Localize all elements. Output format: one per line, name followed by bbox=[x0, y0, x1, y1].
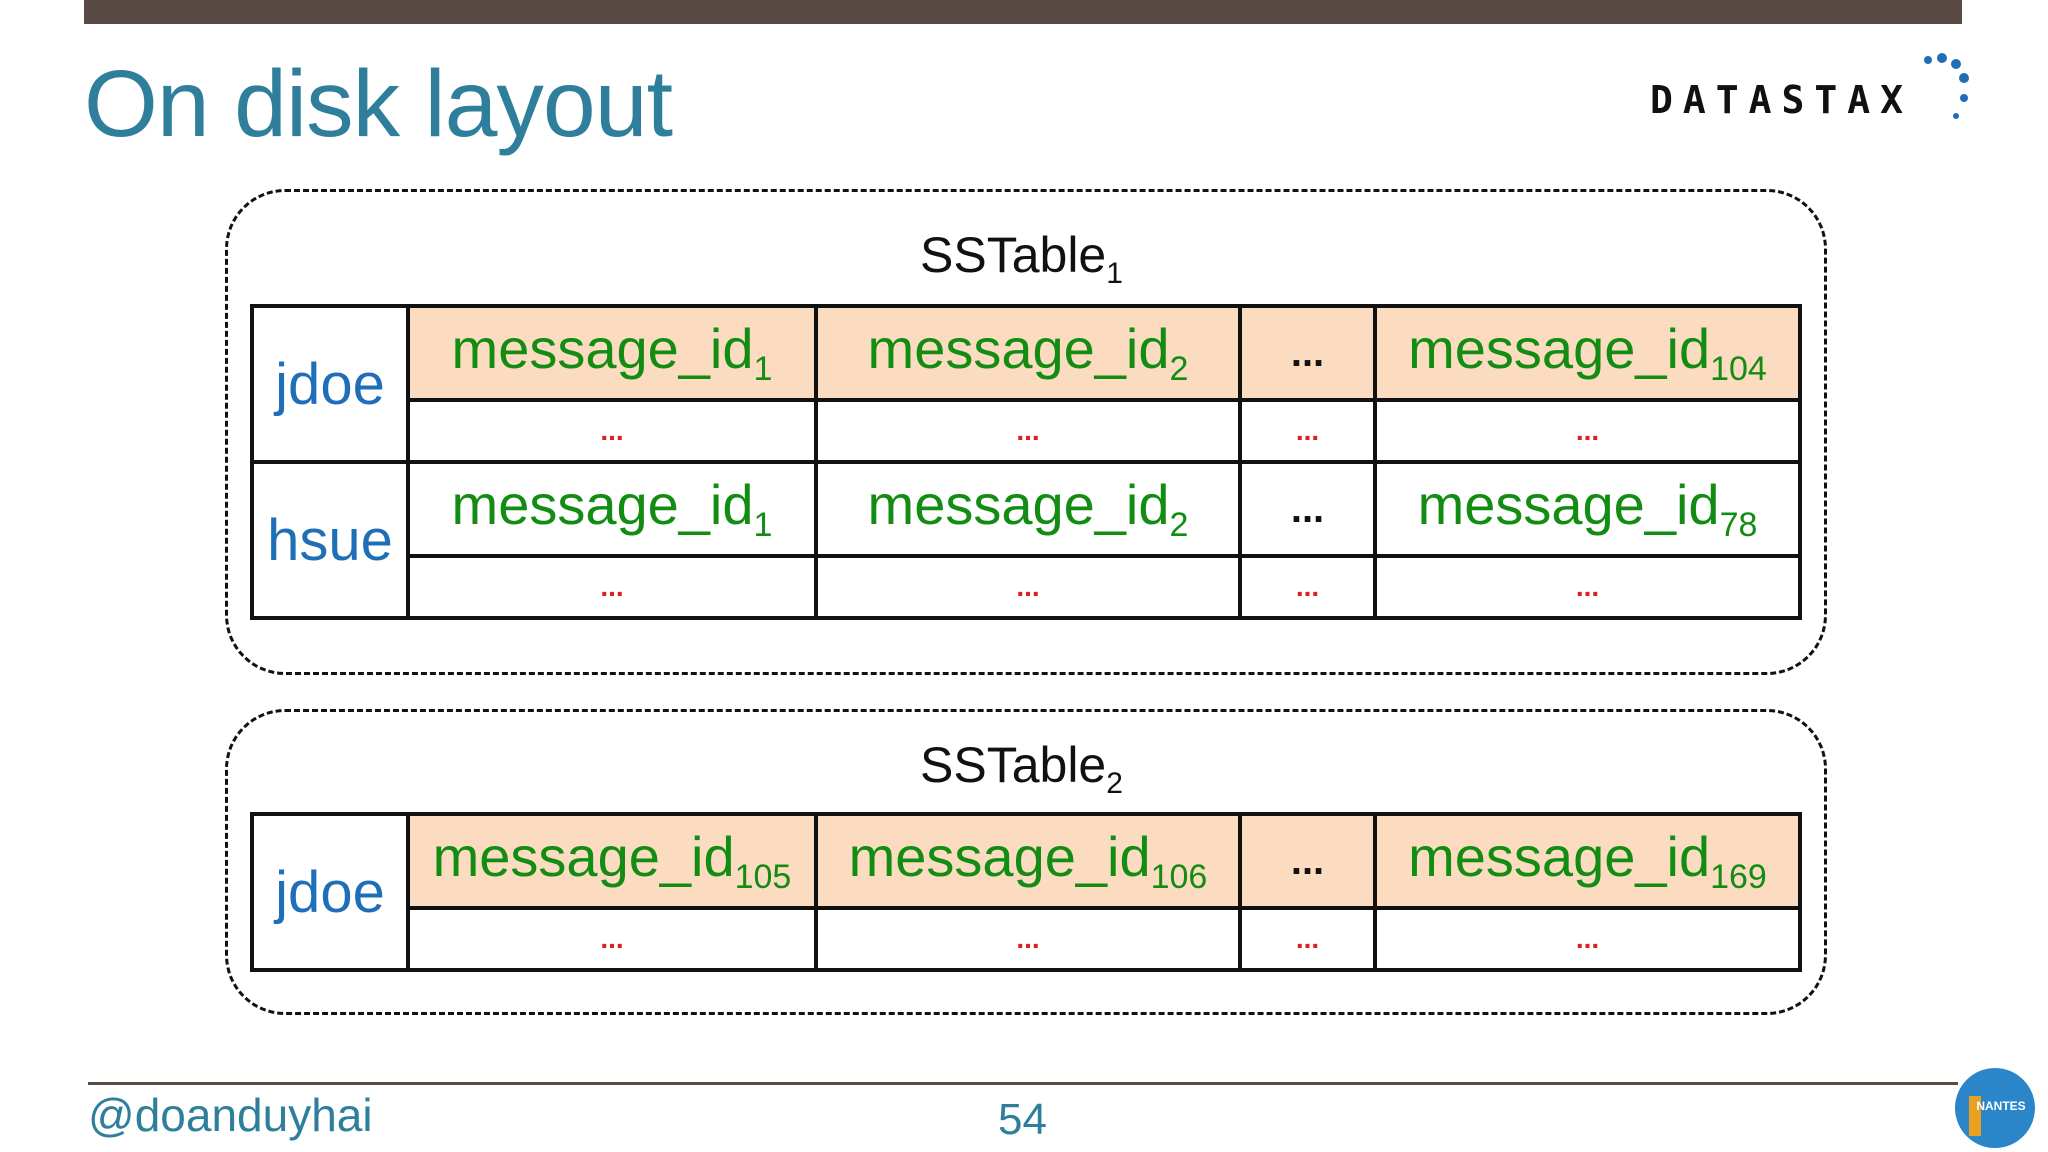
partition-row: hsue message_id1 message_id2 ... message… bbox=[250, 460, 1802, 620]
column-value-cell: ... bbox=[406, 554, 818, 620]
column-value-cell: ... bbox=[814, 906, 1242, 972]
column-name-cell: message_id105 bbox=[406, 812, 818, 910]
footer-handle: @doanduyhai bbox=[88, 1089, 373, 1141]
sstable2-group bbox=[225, 709, 1827, 1015]
column-name-cell: message_id104 bbox=[1373, 304, 1802, 402]
column-name-ellipsis: ... bbox=[1238, 304, 1377, 402]
top-bar bbox=[84, 0, 1962, 24]
page-number: 54 bbox=[998, 1095, 1047, 1144]
sstable1-label: SSTable1 bbox=[920, 227, 1123, 290]
column-name-cell: message_id106 bbox=[814, 812, 1242, 910]
logo-dots-icon bbox=[1924, 53, 1969, 119]
column-value-cell: ... bbox=[1238, 554, 1377, 620]
value-row: ... ... ... ... bbox=[252, 906, 1802, 972]
sstable2-grid: jdoe message_id105 message_id106 ... mes… bbox=[250, 812, 1802, 972]
column-name-cell: message_id2 bbox=[814, 304, 1242, 402]
partition-key: hsue bbox=[250, 460, 410, 620]
svg-text:NANTES: NANTES bbox=[1976, 1099, 2025, 1113]
column-name-cell: message_id78 bbox=[1373, 460, 1802, 558]
column-value-cell: ... bbox=[1373, 398, 1802, 464]
column-value-cell: ... bbox=[1238, 906, 1377, 972]
column-value-cell: ... bbox=[1238, 398, 1377, 464]
value-row: ... ... ... ... bbox=[252, 398, 1802, 464]
datastax-logo: DATASTAX bbox=[1650, 50, 1980, 130]
partition-row: jdoe message_id1 message_id2 ... message… bbox=[250, 304, 1802, 464]
footer-divider bbox=[88, 1082, 1958, 1085]
logo-text: DATASTAX bbox=[1650, 78, 1914, 122]
partition-row: jdoe message_id105 message_id106 ... mes… bbox=[250, 812, 1802, 972]
column-value-cell: ... bbox=[1373, 554, 1802, 620]
value-row: ... ... ... ... bbox=[252, 554, 1802, 620]
column-value-cell: ... bbox=[406, 398, 818, 464]
column-name-ellipsis: ... bbox=[1238, 812, 1377, 910]
column-value-cell: ... bbox=[814, 554, 1242, 620]
partition-key: jdoe bbox=[250, 304, 410, 464]
event-badge-icon: NANTES bbox=[1955, 1068, 2035, 1148]
column-name-cell: message_id1 bbox=[406, 460, 818, 558]
column-value-cell: ... bbox=[814, 398, 1242, 464]
sstable1-grid: jdoe message_id1 message_id2 ... message… bbox=[250, 304, 1802, 620]
column-value-cell: ... bbox=[1373, 906, 1802, 972]
column-name-ellipsis: ... bbox=[1238, 460, 1377, 558]
column-name-cell: message_id2 bbox=[814, 460, 1242, 558]
column-value-cell: ... bbox=[406, 906, 818, 972]
slide-title: On disk layout bbox=[84, 51, 673, 157]
column-name-cell: message_id1 bbox=[406, 304, 818, 402]
partition-key: jdoe bbox=[250, 812, 410, 972]
sstable2-label: SSTable2 bbox=[920, 737, 1123, 800]
sstable1-group bbox=[225, 189, 1827, 675]
column-name-cell: message_id169 bbox=[1373, 812, 1802, 910]
